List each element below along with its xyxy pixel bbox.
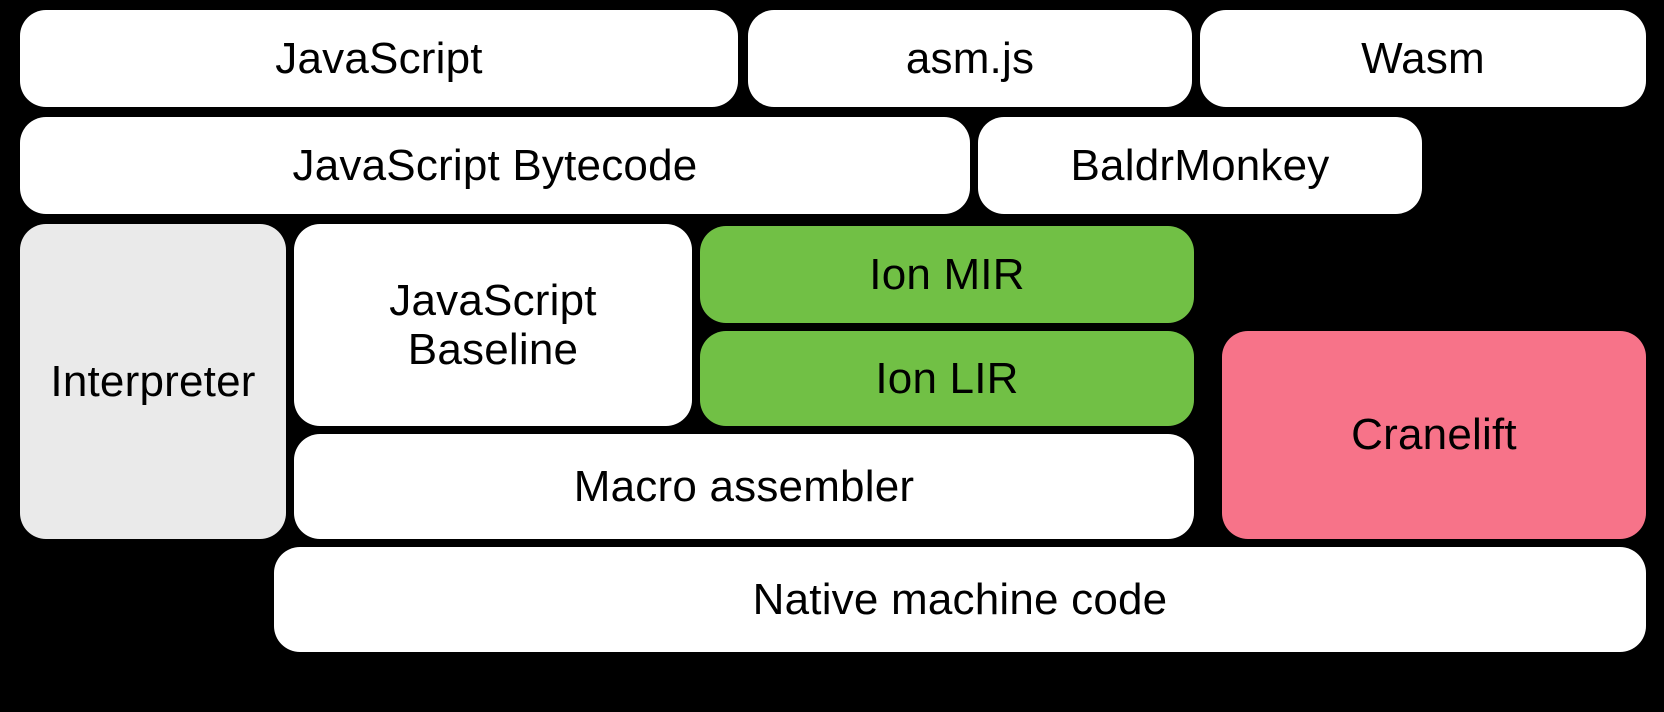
node-ion-mir[interactable]: Ion MIR (700, 226, 1194, 323)
node-wasm[interactable]: Wasm (1200, 10, 1646, 107)
node-baldrmonkey[interactable]: BaldrMonkey (978, 117, 1422, 214)
node-native-machine-code[interactable]: Native machine code (274, 547, 1646, 652)
node-interpreter[interactable]: Interpreter (20, 224, 286, 539)
node-javascript-bytecode[interactable]: JavaScript Bytecode (20, 117, 970, 214)
node-macro-assembler[interactable]: Macro assembler (294, 434, 1194, 539)
node-javascript-baseline[interactable]: JavaScript Baseline (294, 224, 692, 426)
node-asm-js[interactable]: asm.js (748, 10, 1192, 107)
node-cranelift[interactable]: Cranelift (1222, 331, 1646, 539)
node-javascript[interactable]: JavaScript (20, 10, 738, 107)
node-ion-lir[interactable]: Ion LIR (700, 331, 1194, 426)
